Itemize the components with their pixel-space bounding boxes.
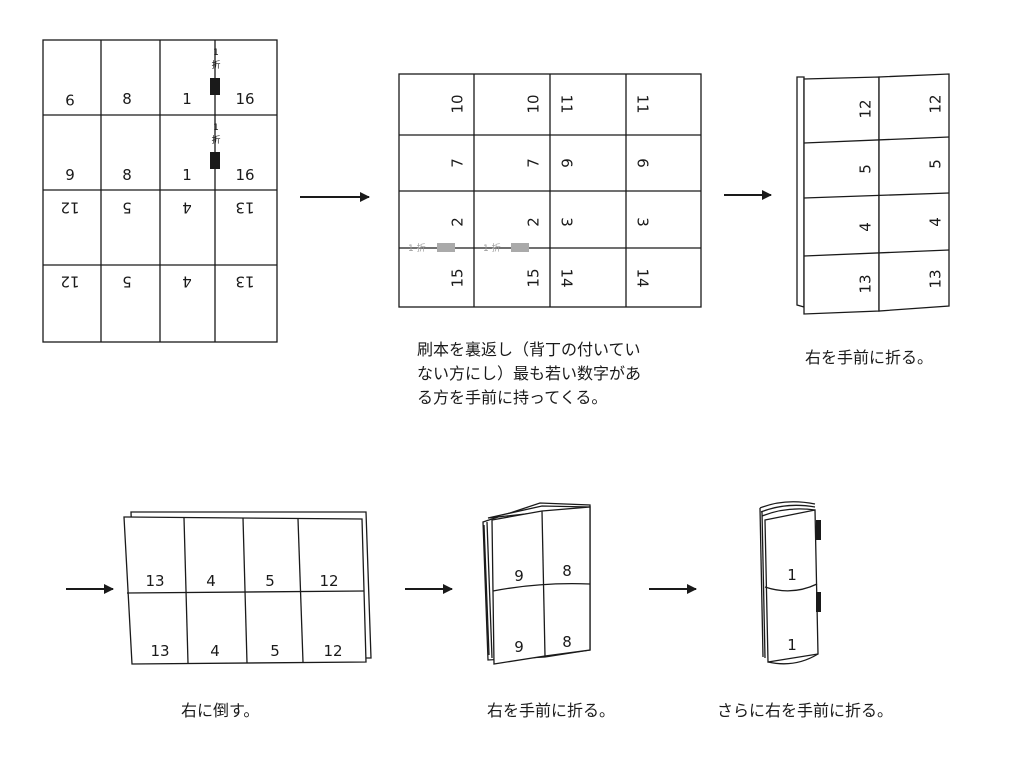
step3-folded-sheet	[796, 73, 950, 315]
fold-mark: 1 折	[483, 242, 529, 254]
step2-sheet	[398, 73, 702, 308]
svg-text:1: 1	[213, 48, 219, 58]
s1-page: 16	[235, 90, 254, 108]
s1-page: 1	[182, 90, 192, 108]
s2-page: 3	[634, 217, 652, 227]
step4-caption: 右に倒す。	[181, 701, 260, 720]
s2-page: 7	[449, 158, 467, 168]
s2-page: 14	[634, 268, 652, 287]
s4-page: 12	[319, 572, 338, 590]
s3-page: 13	[927, 269, 945, 288]
s4-page: 12	[323, 642, 342, 660]
s2-page: 6	[634, 158, 652, 168]
svg-text:1: 1	[213, 123, 219, 133]
s3-page: 5	[927, 159, 945, 169]
s4-page: 4	[206, 572, 216, 590]
s1-page: 8	[122, 166, 132, 184]
s2-page: 2	[449, 217, 467, 227]
s4-page: 13	[145, 572, 164, 590]
s3-page: 12	[857, 99, 875, 118]
step2-caption: 刷本を裏返し（背丁の付いてい ない方にし）最も若い数字があ る方を手前に持ってく…	[417, 340, 642, 407]
svg-text:1 折: 1 折	[483, 242, 501, 254]
s2-page: 15	[525, 268, 543, 287]
svg-text:折: 折	[211, 134, 220, 146]
step6-booklet	[759, 501, 821, 665]
s4-page: 13	[150, 642, 169, 660]
s2-page: 10	[525, 94, 543, 113]
s6-page: 1	[787, 636, 797, 654]
step4-folded-sheet	[123, 511, 372, 665]
step5-caption: 右を手前に折る。	[487, 701, 616, 720]
s1-page: 16	[235, 166, 254, 184]
s2-page: 3	[558, 217, 576, 227]
s5-page: 9	[514, 638, 524, 656]
s3-page: 12	[927, 94, 945, 113]
s3-page: 13	[857, 274, 875, 293]
s5-page: 8	[562, 562, 572, 580]
s1-page: 1	[182, 166, 192, 184]
s1-page: 4	[182, 199, 192, 217]
s3-page: 5	[857, 164, 875, 174]
s1-page: 9	[65, 166, 75, 184]
step6-caption: さらに右を手前に折る。	[717, 701, 894, 720]
s1-page: 9	[65, 91, 75, 109]
s4-page: 5	[265, 572, 275, 590]
s1-page: 8	[122, 90, 132, 108]
step3-caption: 右を手前に折る。	[805, 348, 934, 367]
s2-page: 7	[525, 158, 543, 168]
s4-page: 5	[270, 642, 280, 660]
s1-page: 13	[235, 273, 254, 291]
s3-page: 4	[857, 222, 875, 232]
fold-mark: 1 折	[210, 123, 221, 169]
s2-page: 15	[449, 268, 467, 287]
s1-page: 12	[60, 199, 79, 217]
s5-page: 8	[562, 633, 572, 651]
s5-page: 9	[514, 567, 524, 585]
s2-page: 6	[558, 158, 576, 168]
svg-text:折: 折	[211, 59, 220, 71]
s2-page: 2	[525, 217, 543, 227]
s1-page: 5	[122, 273, 132, 291]
s4-page: 4	[210, 642, 220, 660]
step5-booklet	[482, 502, 591, 665]
s1-page: 12	[60, 273, 79, 291]
s2-page: 10	[449, 94, 467, 113]
fold-mark: 1 折	[408, 242, 455, 254]
s1-page: 4	[182, 273, 192, 291]
s3-page: 4	[927, 217, 945, 227]
s1-page: 13	[235, 199, 254, 217]
fold-mark: 1 折	[210, 48, 221, 95]
s2-page: 14	[558, 268, 576, 287]
s6-page: 1	[787, 566, 797, 584]
step1-sheet	[42, 39, 278, 343]
s2-page: 11	[558, 94, 576, 113]
s2-page: 11	[634, 94, 652, 113]
svg-text:1 折: 1 折	[408, 242, 426, 254]
s1-page: 5	[122, 199, 132, 217]
